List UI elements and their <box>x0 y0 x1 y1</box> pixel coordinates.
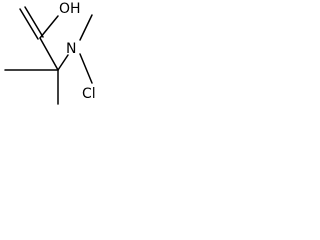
bond-c-oh <box>39 15 59 39</box>
molecule-diagram: OH N Cl <box>4 1 96 105</box>
atom-label-n: N <box>66 41 76 57</box>
bond-n-methyl <box>79 14 93 41</box>
bond-c-cq <box>39 37 59 71</box>
structure-canvas: OH N Cl <box>0 0 113 111</box>
bond-co-double-1 <box>19 8 39 40</box>
atom-label-oh: OH <box>59 1 81 17</box>
atom-label-cl: Cl <box>82 86 96 102</box>
bond-n-cl <box>79 53 93 84</box>
bond-co-double-2 <box>24 6 44 38</box>
bond-cq-n <box>57 54 69 71</box>
